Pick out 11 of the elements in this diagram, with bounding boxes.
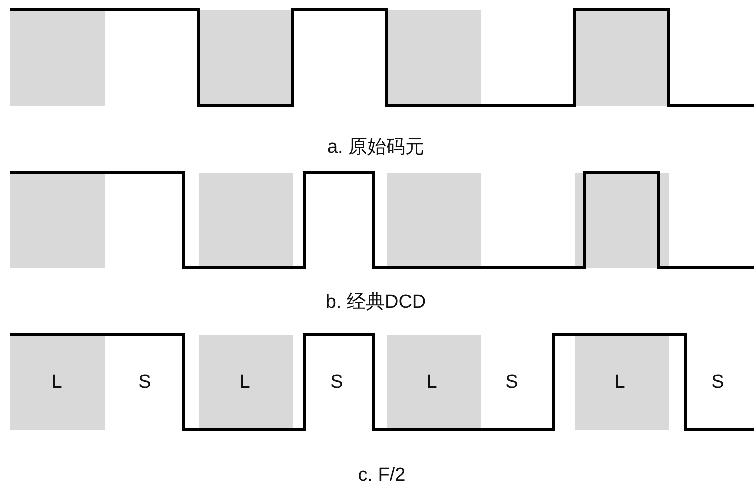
slot-label: L <box>52 372 62 394</box>
slot-label: L <box>614 372 626 394</box>
slot-label: S <box>138 372 152 394</box>
slot-label: S <box>330 372 344 394</box>
caption: b. 经典DCD <box>326 291 426 315</box>
slot-label: L <box>426 372 438 394</box>
slot-label: S <box>712 372 724 394</box>
caption: a. 原始码元 <box>327 136 425 160</box>
slot-label: L <box>240 372 250 394</box>
slot-label: S <box>506 372 518 394</box>
caption: c. F/2 <box>358 465 406 487</box>
